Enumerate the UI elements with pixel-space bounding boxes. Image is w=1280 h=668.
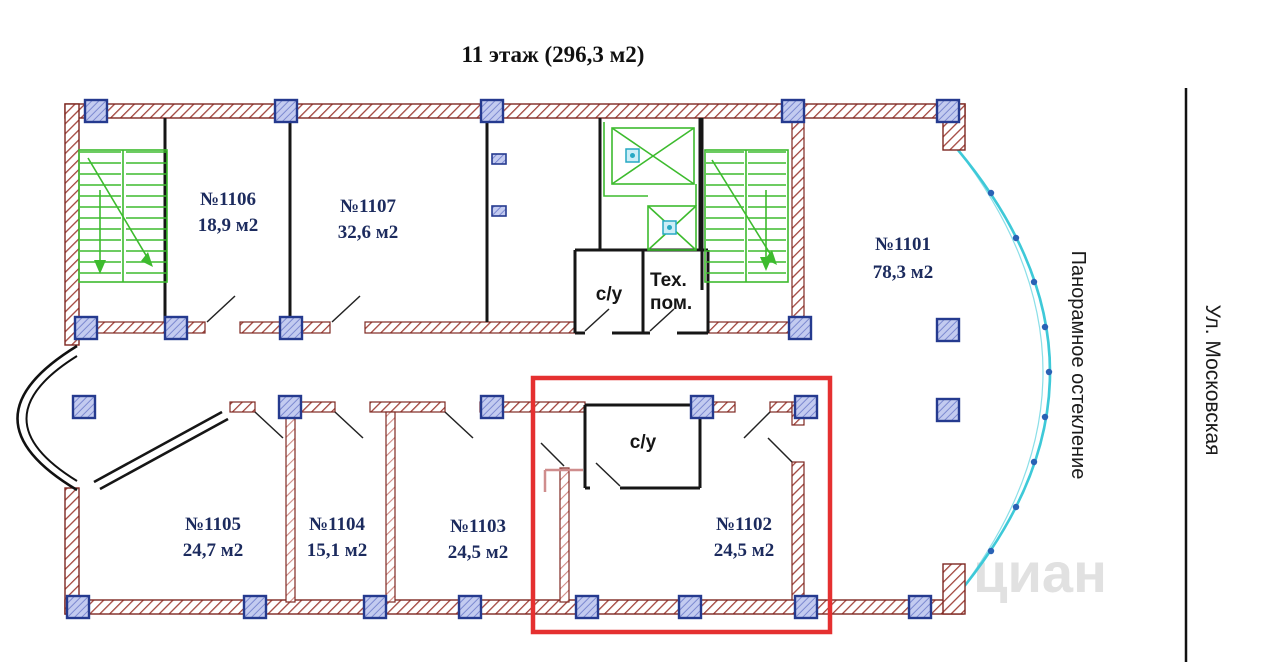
diagonal-wall — [93, 410, 229, 491]
corner-bottom-right — [942, 563, 966, 615]
wc-top-label: с/у — [596, 284, 623, 305]
tech-room-label-line1: Тех. — [650, 270, 687, 291]
page-title: 11 этаж (296,3 м2) — [462, 42, 645, 67]
glass-facade-arc — [956, 149, 1053, 595]
highlight-rect-1102 — [530, 375, 833, 635]
room-1102-number: №1102 — [716, 514, 772, 535]
room-1106-area: 18,9 м2 — [198, 215, 258, 236]
elevator-shaft-small — [603, 122, 697, 251]
stair-arrowhead — [94, 260, 106, 274]
tech-room-label-line2: пом. — [650, 293, 692, 314]
annotation-labels: с/у Тех. пом. с/у — [596, 270, 692, 453]
room-labels: №1106 18,9 м2 №1107 32,6 м2 №1101 78,3 м… — [183, 189, 933, 563]
room-1101-number: №1101 — [875, 234, 931, 255]
street-label: Ул. Московская — [1201, 305, 1224, 456]
columns — [65, 98, 961, 620]
room-1102-area: 24,5 м2 — [714, 540, 774, 561]
glazing-label: Панорамное остекление — [1067, 251, 1089, 480]
room-1104-area: 15,1 м2 — [307, 540, 367, 561]
stair-arrowhead — [141, 252, 153, 267]
room-1107-area: 32,6 м2 — [338, 222, 398, 243]
interior-walls — [163, 118, 710, 490]
room-1101-area: 78,3 м2 — [873, 262, 933, 283]
stair-arrowhead — [760, 257, 772, 271]
room-1106-number: №1106 — [200, 189, 256, 210]
room-1105-area: 24,7 м2 — [183, 540, 243, 561]
room-1105-number: №1105 — [185, 514, 241, 535]
room-1104-number: №1104 — [309, 514, 366, 535]
room-1103-area: 24,5 м2 — [448, 542, 508, 563]
stairwell-left — [78, 149, 168, 283]
left-bay-arc — [16, 344, 78, 492]
top-wall — [64, 103, 966, 119]
spine-wall — [791, 117, 805, 601]
door-leaves — [206, 295, 793, 487]
room-1103-number: №1103 — [450, 516, 506, 537]
glass-facade-dots — [987, 189, 1053, 555]
elevator-shaft-large — [611, 127, 695, 185]
left-wall-upper — [64, 103, 80, 346]
small-pink-partition — [543, 468, 583, 492]
wc-bottom-label: с/у — [630, 432, 657, 453]
room-1107-number: №1107 — [340, 196, 397, 217]
watermark-text: циан — [973, 541, 1107, 604]
stairwell-middle — [704, 149, 789, 283]
